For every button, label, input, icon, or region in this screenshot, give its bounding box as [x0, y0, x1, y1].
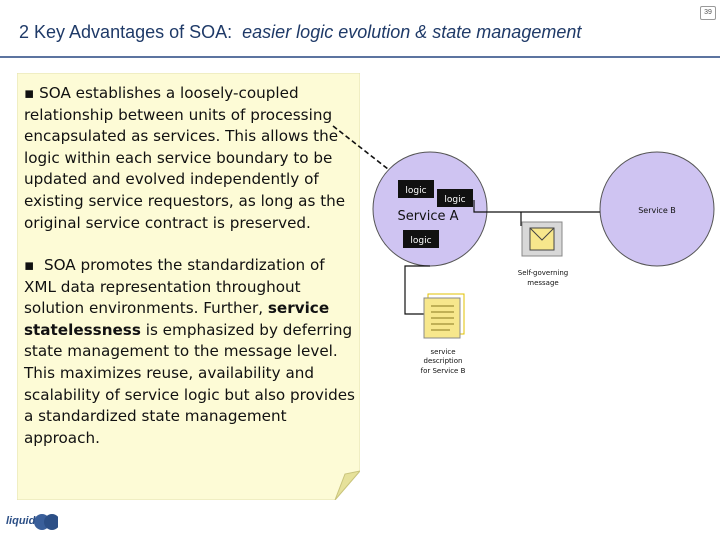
- message-label-line-2: message: [527, 279, 558, 287]
- service-b-circle: [599, 151, 715, 267]
- slide-number: 39: [700, 6, 716, 20]
- bullet-text: SOA establishes a loosely-coupled relati…: [24, 84, 346, 232]
- envelope-flap: [529, 227, 555, 241]
- title-rule: [0, 56, 720, 58]
- bullet-statelessness: ▪ SOA promotes the standardization of XM…: [24, 255, 360, 449]
- envelope-tile: [521, 221, 563, 257]
- logic-box-3: [403, 230, 439, 248]
- slide-title: 2 Key Advantages of SOA: easier logic ev…: [19, 22, 581, 43]
- bullet-text-after: is emphasized by deferring state managem…: [24, 320, 355, 447]
- bullet-marker: ▪: [24, 256, 35, 274]
- description-connector: [404, 265, 430, 315]
- logic-label-1: logic: [405, 186, 426, 196]
- message-label-line-1: Self-governing: [518, 269, 569, 277]
- service-b-label: Service B: [638, 206, 676, 215]
- service-a-label: Service A: [397, 209, 458, 224]
- document-lines: [431, 305, 454, 331]
- message-connector: [473, 200, 600, 213]
- logo-mark: [34, 514, 58, 530]
- description-label-line-3: for Service B: [421, 367, 466, 375]
- document-page: [423, 297, 461, 339]
- logic-label-2: logic: [444, 195, 465, 205]
- logo-text: liquid: [6, 515, 36, 527]
- bullet-marker: ▪: [24, 84, 35, 102]
- description-label-line-1: service: [430, 348, 455, 356]
- bullet-text-before: SOA promotes the standardization of XML …: [24, 256, 325, 318]
- title-emphasis: easier logic evolution & state managemen…: [242, 22, 582, 42]
- bullet-emphasis: service statelessness: [24, 299, 330, 339]
- description-label-line-2: description: [424, 357, 463, 365]
- envelope-icon: [529, 227, 555, 251]
- title-prefix: 2 Key Advantages of SOA:: [19, 22, 233, 42]
- logic-box-1: [398, 180, 434, 198]
- sticky-note-background: [17, 73, 360, 500]
- sticky-note: ▪ SOA establishes a loosely-coupled rela…: [17, 73, 360, 500]
- document-icon: [427, 293, 465, 335]
- logic-label-3: logic: [410, 236, 431, 246]
- service-a-circle: [372, 151, 488, 267]
- logic-box-2: [437, 189, 473, 207]
- bullet-loose-coupling: ▪ SOA establishes a loosely-coupled rela…: [24, 83, 360, 234]
